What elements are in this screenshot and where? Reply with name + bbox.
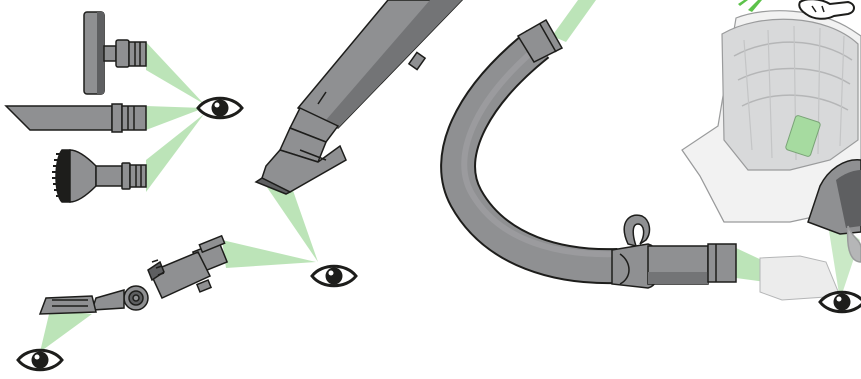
sight-line-dusting-brush	[146, 114, 204, 192]
clear-bin	[681, 10, 861, 301]
wand-connector	[254, 0, 464, 195]
eye-icon	[16, 348, 64, 372]
hose-handle	[611, 214, 737, 289]
turbine-floor-head	[83, 11, 147, 95]
flexible-hose	[440, 18, 619, 285]
articulating-stair-tool	[38, 234, 229, 315]
green-arrow-icon	[738, 0, 762, 12]
crevice-tool	[4, 103, 147, 133]
sight-line-turbine-head	[146, 42, 204, 104]
sight-line-stair-tool	[222, 240, 316, 268]
hand-icon	[798, 0, 855, 20]
sight-line-wand	[262, 180, 318, 262]
sight-line-stair-tool-tip	[40, 310, 92, 352]
sight-line-hose-end	[552, 0, 596, 42]
canister-body	[807, 159, 861, 263]
eye-icon	[310, 264, 358, 288]
eye-icon	[818, 290, 861, 314]
sight-line-crevice-tool	[146, 106, 204, 130]
eye-icon	[196, 96, 244, 120]
dusting-brush	[52, 149, 147, 203]
